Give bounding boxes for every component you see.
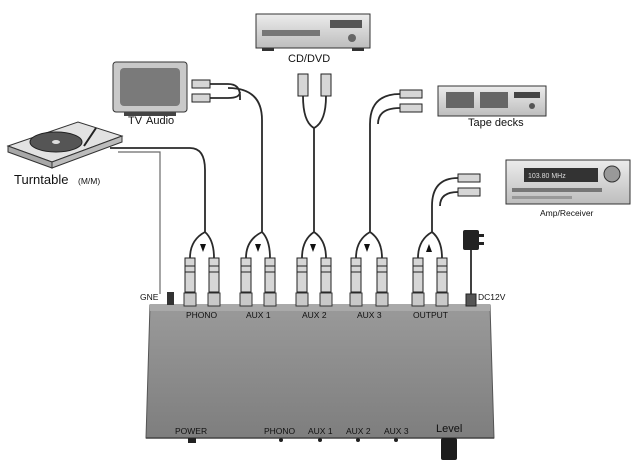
turntable: [6, 121, 124, 169]
rca-plugs: [184, 257, 448, 293]
signal-arrows: [200, 244, 432, 252]
gnd-label: GNE: [140, 292, 159, 302]
power-switch[interactable]: [188, 438, 196, 443]
phono-led: [279, 438, 283, 442]
tv-audio-leads: [210, 83, 241, 100]
top-phono-label: PHONO: [186, 310, 218, 320]
tape-deck: [437, 85, 547, 117]
aux1-led: [318, 438, 322, 442]
aux2-led: [356, 438, 360, 442]
aux1-cable: [227, 87, 271, 259]
front-level-label: Level: [436, 423, 462, 435]
turntable-label: Turntable: [14, 172, 68, 187]
rear-jacks: [167, 292, 477, 307]
front-power-label: POWER: [175, 426, 207, 436]
level-knob[interactable]: [441, 438, 457, 460]
amp-receiver: 103.80 MHz: [505, 159, 631, 205]
power-adapter: [463, 230, 479, 250]
front-aux2-label: AUX 2: [346, 426, 371, 436]
aux3-cable: [355, 93, 401, 259]
top-output-label: OUTPUT: [413, 310, 448, 320]
front-aux1-label: AUX 1: [308, 426, 333, 436]
amp-receiver-label: Amp/Receiver: [540, 208, 594, 218]
tv-label: TV: [128, 115, 143, 127]
aux2-cable: [301, 95, 327, 259]
dc12v-label: DC12V: [478, 292, 506, 302]
top-aux2-label: AUX 2: [302, 310, 327, 320]
top-aux3-label: AUX 3: [357, 310, 382, 320]
front-phono-label: PHONO: [264, 426, 296, 436]
plug-rings: [185, 265, 447, 273]
switch-box: [145, 304, 495, 439]
cd-dvd-label: CD/DVD: [288, 53, 330, 65]
front-aux3-label: AUX 3: [384, 426, 409, 436]
phono-cable: [110, 147, 215, 259]
tv-audio-label: Audio: [146, 115, 174, 127]
top-aux1-label: AUX 1: [246, 310, 271, 320]
output-cable: [417, 177, 459, 259]
device-side-plugs: [191, 73, 481, 197]
receiver-display: 103.80 MHz: [528, 173, 566, 180]
tape-decks-label: Tape decks: [468, 117, 524, 129]
aux3-led: [394, 438, 398, 442]
cd-dvd-player: [255, 13, 371, 51]
ground-wire: [118, 151, 161, 294]
tv-set: [112, 61, 188, 116]
turntable-type-label: (M/M): [78, 176, 100, 186]
